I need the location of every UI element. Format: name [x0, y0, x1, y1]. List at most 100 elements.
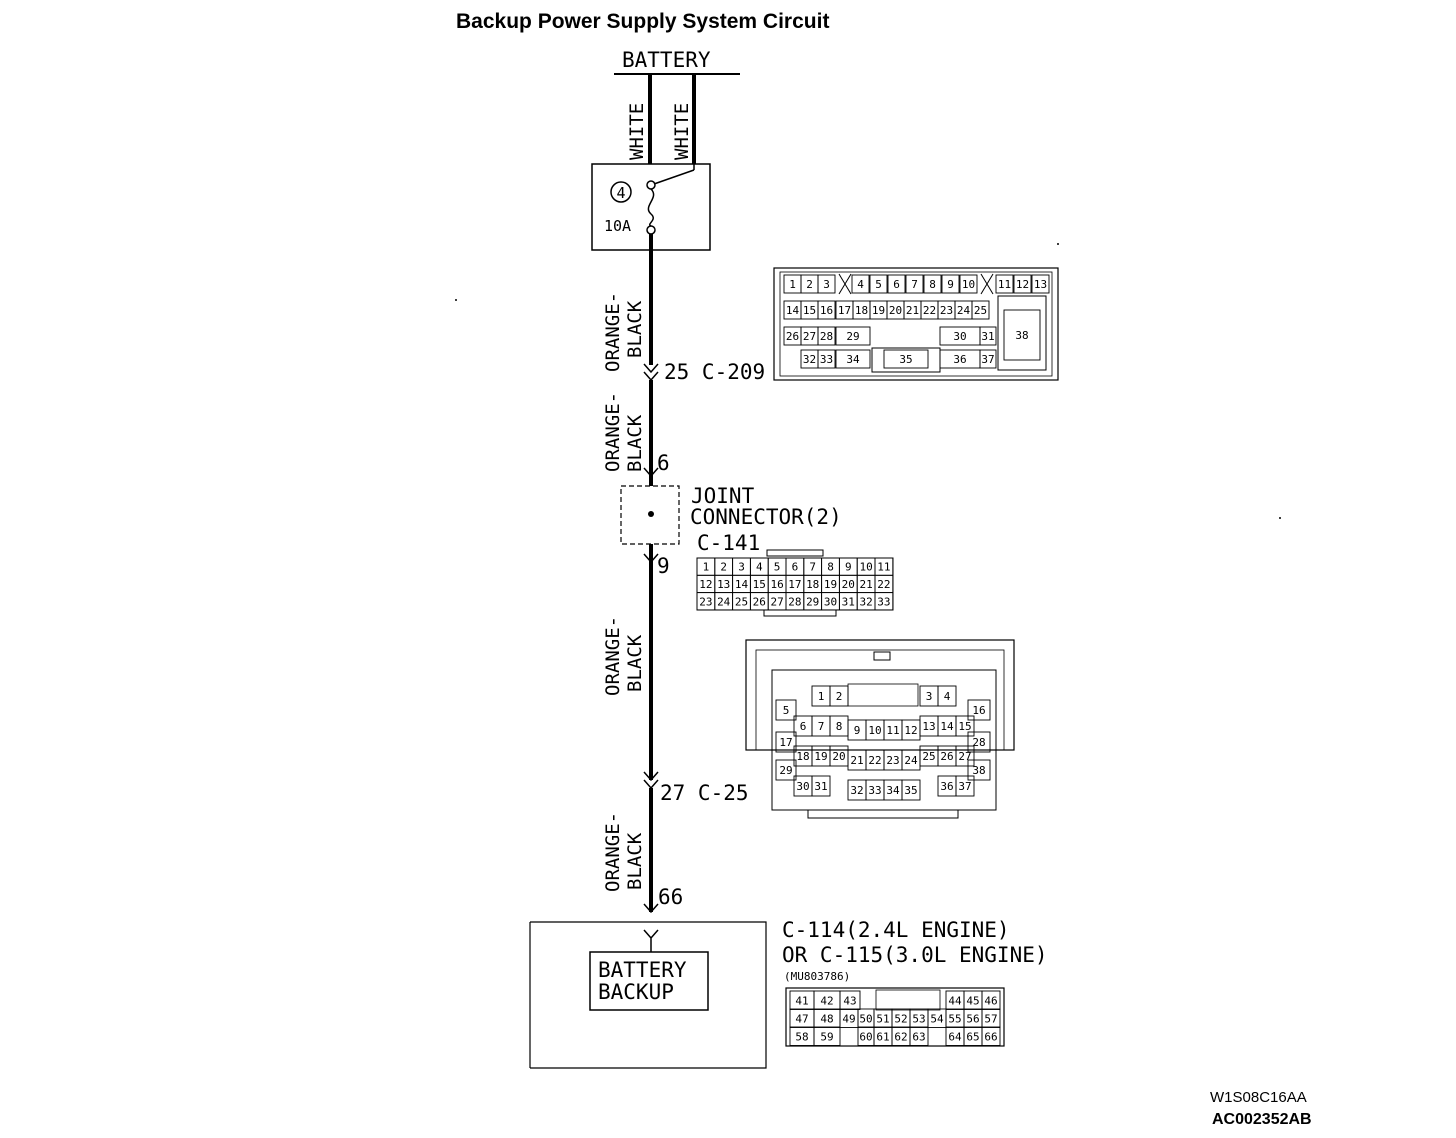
c209-pin-cell: [835, 349, 871, 369]
c25-pin-cell: [955, 775, 975, 797]
footer-code-2: AC002352AB: [1212, 1111, 1312, 1128]
c141-pin-label: 13: [717, 578, 730, 591]
ecu-pin-in: 66: [658, 885, 683, 909]
wire-label-black-3: BLACK: [624, 634, 646, 692]
c141-pin-label: 5: [774, 561, 781, 574]
c25-pin-cell: [829, 685, 849, 707]
c209-pin-label: 24: [957, 304, 971, 317]
c25-pin-label: 5: [783, 704, 790, 717]
c25-pin-label: 34: [886, 784, 900, 797]
joint-pin-in: 6: [657, 451, 670, 475]
c209-pin-label: 33: [820, 353, 833, 366]
c141-pin-label: 20: [842, 578, 855, 591]
wire-label-orange-3: ORANGE-: [602, 616, 624, 696]
c25-pin-label: 20: [832, 750, 845, 763]
c25-pin-label: 14: [940, 720, 954, 733]
c114-pin-label: 50: [859, 1012, 872, 1025]
c114-pin-label: 44: [948, 994, 962, 1007]
c114-pin-label: 58: [795, 1030, 808, 1043]
wire-label-white-left: WHITE: [626, 103, 648, 160]
c114-pin-label: 48: [820, 1012, 833, 1025]
c114-pin-label: 54: [930, 1012, 944, 1025]
c209-pin-label: 35: [899, 353, 912, 366]
joint-label-line2: CONNECTOR(2): [690, 505, 842, 529]
c209-pin-label: 13: [1034, 278, 1047, 291]
c25-pin-label: 22: [868, 754, 881, 767]
c141-pin-label: 19: [824, 578, 837, 591]
c141-pin-label: 3: [738, 561, 745, 574]
c209-pin-label: 7: [911, 278, 918, 291]
c141-pin-label: 1: [703, 561, 710, 574]
c209-pin-label: 11: [998, 278, 1011, 291]
c114-pin-label: 59: [820, 1030, 833, 1043]
c114-pin-cell: [981, 1008, 1001, 1028]
c25-pin-label: 13: [922, 720, 935, 733]
c25-pin-label: 29: [779, 764, 792, 777]
c114-pin-label: 49: [842, 1012, 855, 1025]
c25-pin-label: 18: [796, 750, 809, 763]
c141-pin-label: 28: [788, 595, 801, 608]
c114-pin-label: 46: [984, 994, 997, 1007]
c141-pin-label: 18: [806, 578, 819, 591]
wire-label-orange-2: ORANGE-: [602, 392, 624, 472]
c25-pin-label: 16: [972, 704, 985, 717]
c25-pin-label: 36: [940, 780, 953, 793]
c25-pin-cell: [967, 699, 991, 721]
scan-dot: [1057, 243, 1059, 245]
c209-pin-label: 12: [1016, 278, 1029, 291]
c25-pin-label: 7: [818, 720, 825, 733]
fuse-number: 4: [616, 184, 625, 202]
c209-pin-label: 2: [806, 278, 813, 291]
c209-pin-cell: [995, 274, 1014, 294]
c209-pin-label: 23: [940, 304, 953, 317]
c141-pin-label: 6: [792, 561, 799, 574]
c209-pin-label: 15: [803, 304, 816, 317]
fuse-number-circle: [610, 181, 632, 203]
c25-pin-cell: [967, 759, 991, 781]
c141-pin-label: 16: [770, 578, 783, 591]
c141-pin-label: 21: [859, 578, 872, 591]
c141-pin-label: 26: [753, 595, 766, 608]
c209-pin-label: 38: [1015, 329, 1028, 342]
c25-pin-cell: [811, 775, 831, 797]
c25-pin-cell: [937, 685, 957, 707]
scan-dot: [455, 299, 457, 301]
c209-pin-cell: [923, 274, 942, 294]
wire-label-white-right: WHITE: [671, 103, 693, 160]
c25-pin-ref: 27 C-25: [660, 781, 749, 805]
c114-pin-label: 62: [894, 1030, 907, 1043]
joint-node-dot: [648, 511, 654, 517]
c209-pin-cell: [979, 326, 997, 346]
c209-pin-label: 4: [857, 278, 864, 291]
c25-pin-label: 31: [814, 780, 827, 793]
c141-pin-label: 33: [877, 595, 890, 608]
c141-pin-label: 25: [735, 595, 748, 608]
c114-pin-cell: [981, 990, 1001, 1010]
c209-pin-label: 3: [823, 278, 830, 291]
c25-pin-label: 8: [836, 720, 843, 733]
c209-pin-label: 17: [838, 304, 851, 317]
c114-pin-label: 41: [795, 994, 808, 1007]
c209-pin-label: 31: [981, 330, 994, 343]
c141-pin-label: 14: [735, 578, 749, 591]
c209-pin-label: 37: [981, 353, 994, 366]
c209-pin-ref: 25 C-209: [664, 360, 765, 384]
c114-pin-label: 65: [966, 1030, 979, 1043]
c25-pin-cell: [955, 715, 975, 737]
diagram-title: Backup Power Supply System Circuit: [456, 10, 829, 33]
c209-pin-cell: [959, 274, 978, 294]
c209-pin-cell: [971, 300, 990, 320]
c25-pin-label: 3: [926, 690, 933, 703]
c25-pin-label: 35: [904, 784, 917, 797]
ecu-connector-line2: OR C-115(3.0L ENGINE): [782, 943, 1048, 967]
c25-pin-label: 10: [868, 724, 881, 737]
battery-backup-box: [589, 951, 709, 1011]
c209-pin-label: 19: [872, 304, 885, 317]
c141-pin-label: 8: [827, 561, 834, 574]
c114-connector-face: [785, 987, 1005, 1047]
c209-pin-cell: [817, 326, 836, 346]
